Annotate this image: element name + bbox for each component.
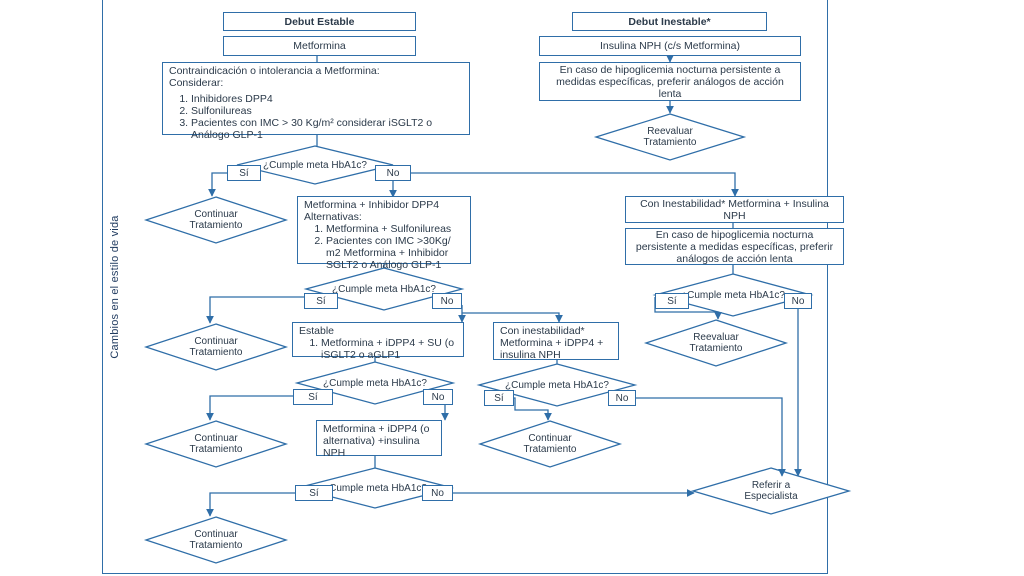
arrow-si-2 (206, 296, 306, 324)
yes-label: Sí (484, 390, 514, 406)
yes-label: Sí (655, 293, 689, 309)
hipoglicemia-box-2: En caso de hipoglicemia nocturna persist… (625, 228, 844, 265)
decision-diamond-5 (476, 363, 638, 407)
continuar-label: Continuar Tratamiento (189, 433, 243, 455)
decision-label: ¿Cumple meta HbA1c? (263, 159, 367, 171)
decision-label: ¿Cumple meta HbA1c? (332, 283, 436, 295)
no-label: No (423, 389, 453, 405)
continuar-diamond-2 (143, 323, 289, 371)
arrow-no-5 (635, 397, 786, 477)
contraindicacion-box: Contraindicación o intolerancia a Metfor… (162, 62, 470, 141)
continuar-label: Continuar Tratamiento (189, 209, 243, 231)
reevaluar-label: Reevaluar Tratamiento (689, 332, 743, 354)
yes-label: Sí (304, 293, 338, 309)
decision-diamond-4 (296, 467, 454, 509)
yes-label: Sí (295, 485, 333, 501)
insulina-nph-box: Insulina NPH (c/s Metformina) (539, 36, 801, 56)
inestabilidad-insulina-box: Con Inestabilidad* Metformina + Insulina… (625, 196, 844, 223)
continuar-diamond-1 (143, 196, 289, 244)
inestabilidad-box: Con inestabilidad* Metformina + iDPP4 + … (493, 322, 619, 361)
decision-label: ¿Cumple meta HbA1c? (323, 482, 427, 494)
list-item: Metformina + Sulfonilureas (326, 223, 464, 235)
metformina-nph-box: Metformina + iDPP4 (o alternativa) +insu… (316, 420, 442, 459)
no-label: No (608, 390, 636, 406)
continuar-diamond-4 (143, 516, 289, 564)
list-item: Inhibidores DPP4 (191, 93, 463, 105)
decision-diamond-1 (236, 145, 394, 185)
continuar-label: Continuar Tratamiento (189, 529, 243, 551)
list-item: Sulfonilureas (191, 105, 463, 117)
debut-estable-header: Debut Estable (223, 12, 416, 31)
decision-diamond-2 (303, 267, 465, 311)
no-label: No (432, 293, 462, 309)
yes-label: Sí (227, 165, 261, 181)
hipoglicemia-box-1: En caso de hipoglicemia nocturna persist… (539, 62, 801, 101)
continuar-label: Continuar Tratamiento (523, 433, 577, 455)
no-label: No (422, 485, 453, 501)
estable-box: Estable Metformina + iDPP4 + SU (o iSGLT… (292, 322, 464, 361)
diagram-frame (102, 0, 828, 574)
list-item: Metformina + iDPP4 + SU (o iSGLT2 o aGLP… (321, 337, 457, 361)
debut-inestable-header: Debut Inestable* (572, 12, 767, 31)
decision-label: ¿Cumple meta HbA1c? (505, 379, 609, 391)
decision-diamond-3 (294, 361, 456, 405)
list-item: Pacientes con IMC > 30 Kg/m² considerar … (191, 117, 463, 141)
metformina-dpp4-box: Metformina + Inhibidor DPP4 Alternativas… (297, 196, 471, 271)
yes-label: Sí (293, 389, 333, 405)
no-label: No (784, 293, 812, 309)
list-item: Pacientes con IMC >30Kg/ m2 Metformina +… (326, 235, 464, 271)
continuar-label: Continuar Tratamiento (189, 336, 243, 358)
continuar-diamond-3 (143, 420, 289, 468)
continuar-diamond-5 (477, 420, 623, 468)
arrow-si-4 (206, 492, 297, 517)
reevaluar-label: Reevaluar Tratamiento (643, 126, 697, 148)
referir-label: Referir a Especialista (744, 480, 798, 502)
arrow-si-3 (206, 395, 297, 421)
arrow-no-1 (393, 172, 739, 197)
decision-label: ¿Cumple meta HbA1c? (681, 289, 785, 301)
arrow-no-2b (462, 312, 563, 323)
decision-label: ¿Cumple meta HbA1c? (323, 377, 427, 389)
referir-diamond (690, 467, 852, 515)
no-label: No (375, 165, 411, 181)
reevaluar-diamond-1 (593, 113, 747, 161)
metformina-box: Metformina (223, 36, 416, 56)
reevaluar-diamond-2 (643, 319, 789, 367)
decision-diamond-6 (652, 273, 814, 317)
